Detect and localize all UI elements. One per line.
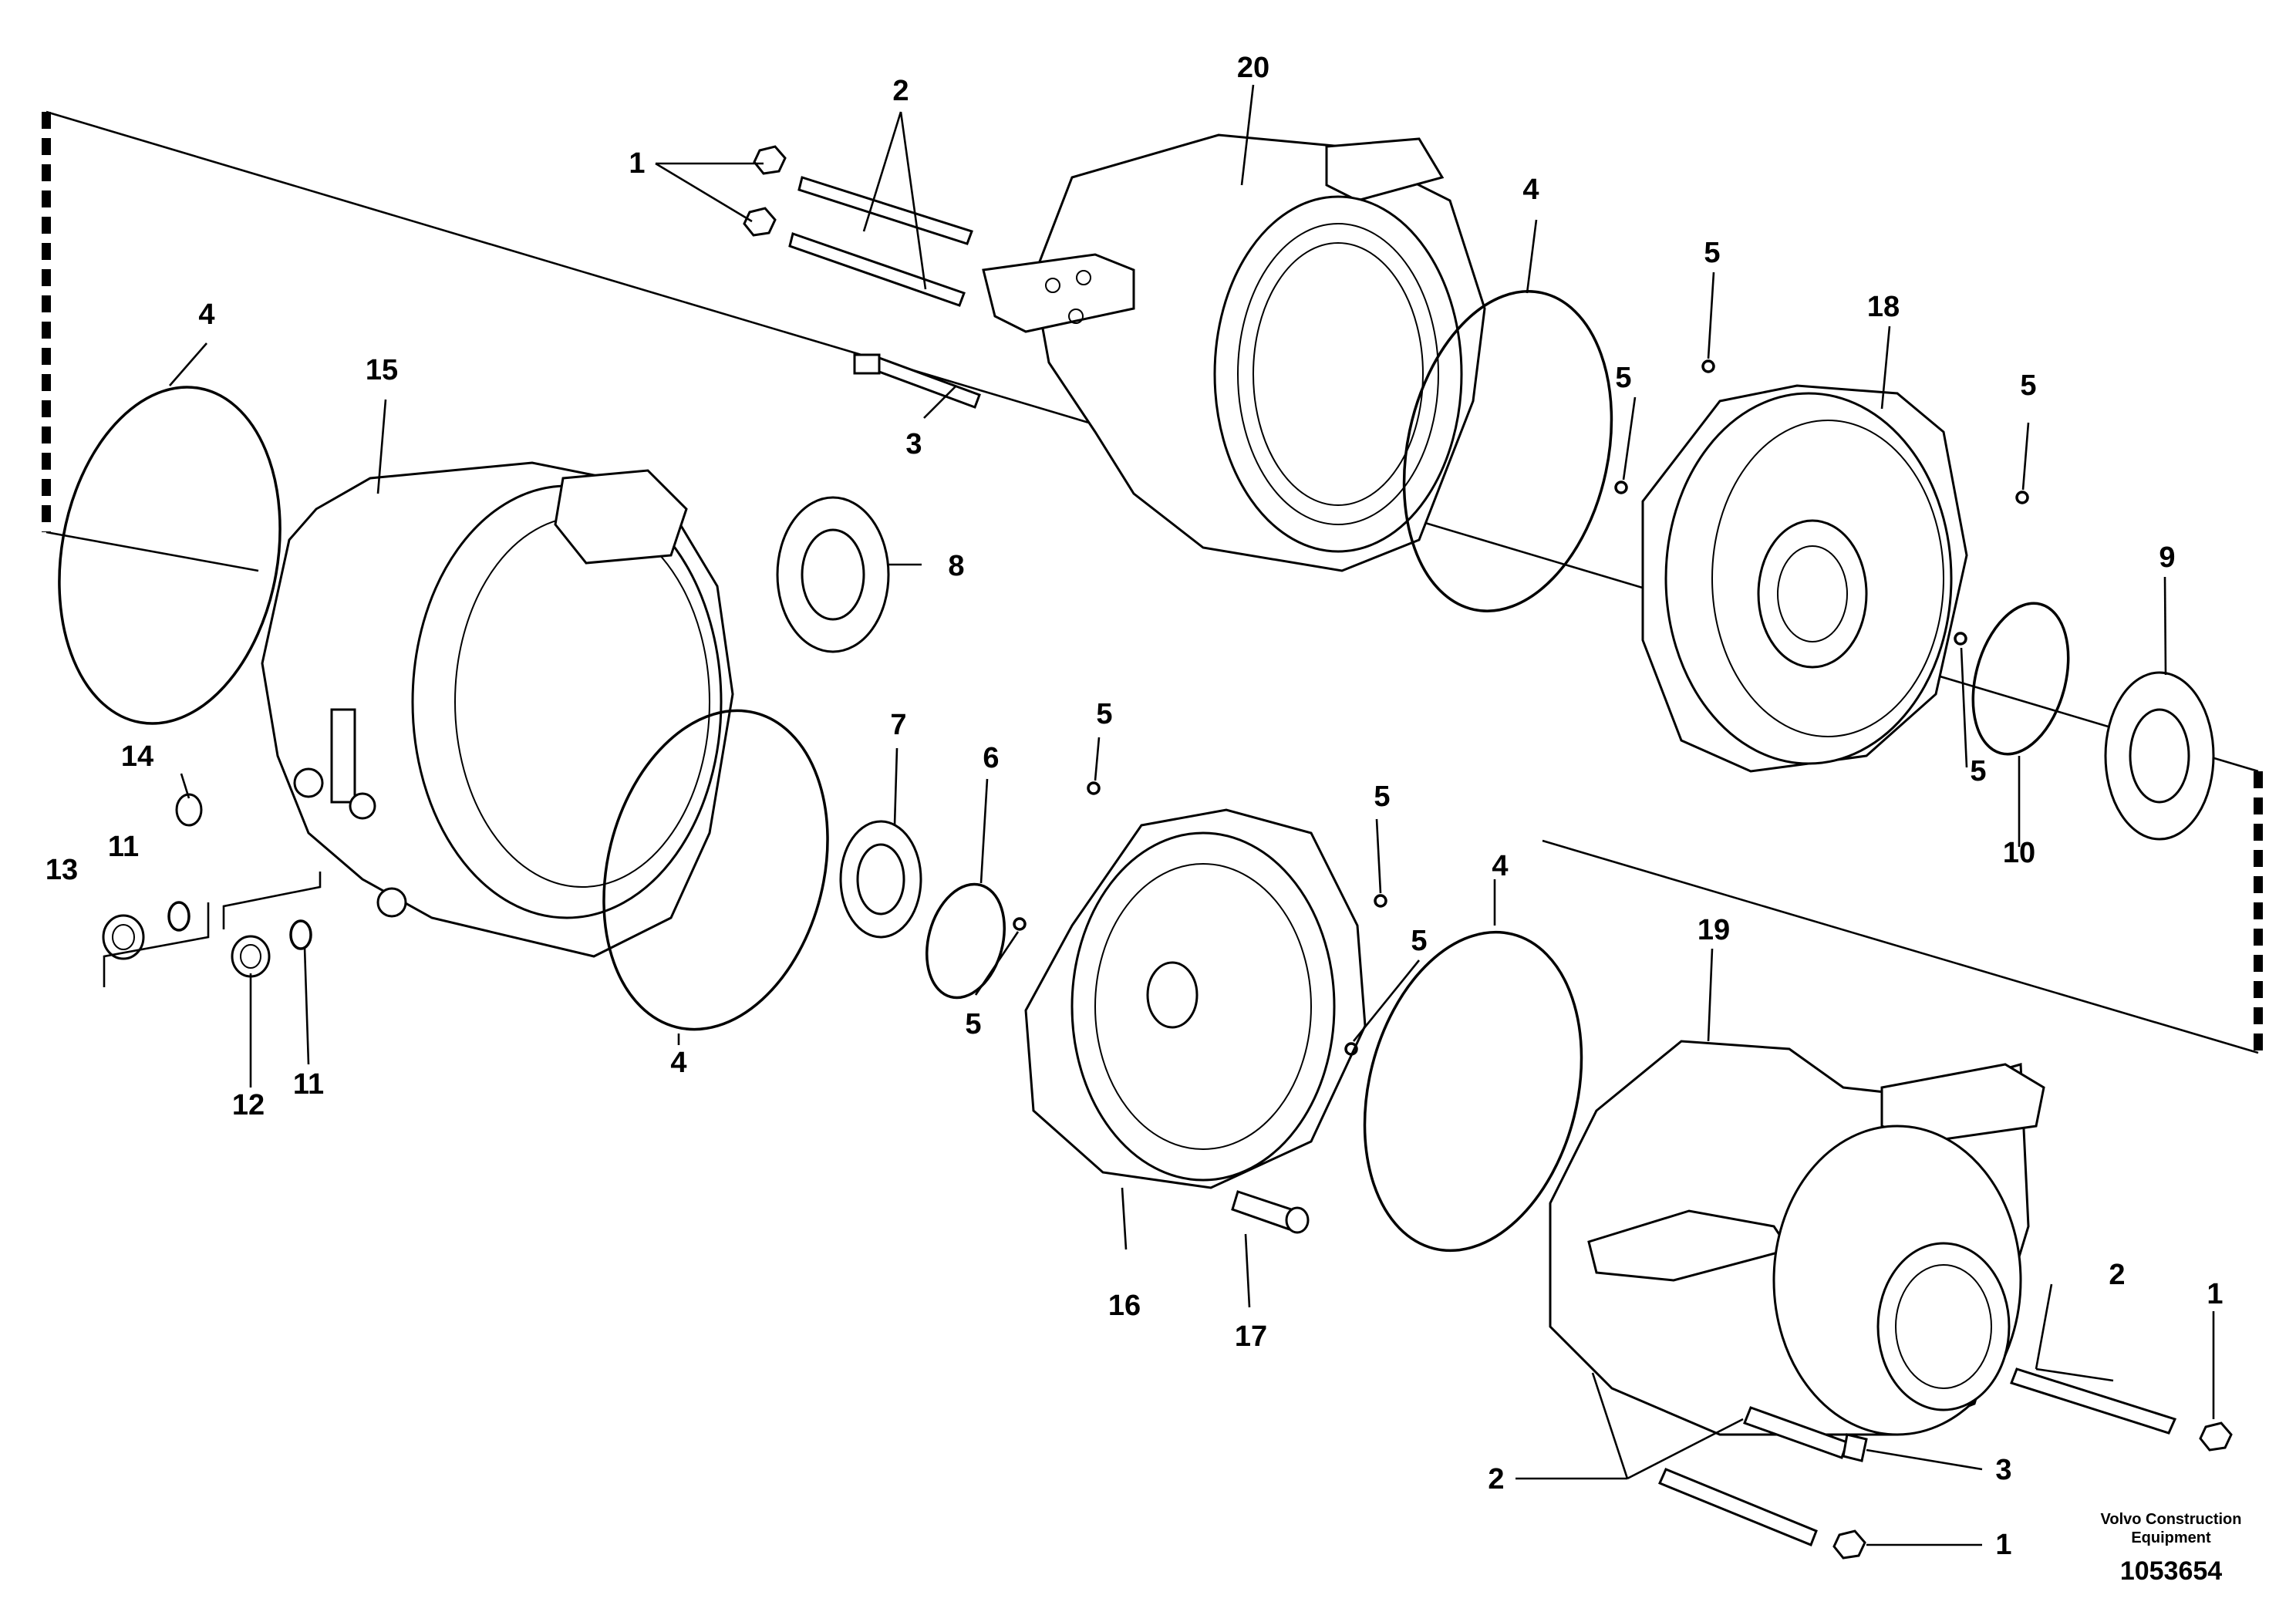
callout-1: 1 (2207, 1278, 2223, 1310)
o-rings (58, 290, 1613, 1253)
callout-5: 5 (965, 1008, 981, 1040)
fasteners (743, 145, 2233, 1560)
callout-17: 17 (1235, 1320, 1267, 1353)
brand-line-1: Volvo Construction (2100, 1511, 2242, 1528)
callout-3: 3 (905, 428, 922, 460)
callout-10: 10 (2003, 837, 2035, 869)
callout-8: 8 (948, 550, 964, 582)
seals-and-rings (776, 496, 2215, 1000)
housing-part-18 (1641, 384, 1968, 773)
brand-line-2: Equipment (2131, 1529, 2211, 1546)
callout-5: 5 (1615, 362, 1631, 394)
callout-5: 5 (1411, 925, 1427, 957)
callout-4: 4 (1492, 850, 1508, 882)
callout-1: 1 (629, 147, 645, 180)
drawing-number: 1053654 (2119, 1556, 2223, 1586)
callout-11: 11 (108, 831, 139, 863)
callout-5: 5 (1704, 237, 1720, 269)
callouts: 1 2 20 4 5 18 5 5 4 15 3 8 9 14 7 6 5 5 … (46, 52, 2224, 1561)
callout-16: 16 (1108, 1290, 1141, 1322)
callout-4: 4 (670, 1047, 686, 1079)
callout-5: 5 (2020, 369, 2036, 402)
callout-12: 12 (232, 1089, 265, 1121)
cover-part-16 (1024, 808, 1367, 1189)
callout-7: 7 (890, 709, 906, 741)
callout-3: 3 (1995, 1454, 2011, 1486)
callout-9: 9 (2159, 541, 2175, 574)
callout-5: 5 (1970, 755, 1986, 787)
callout-18: 18 (1867, 291, 1900, 323)
callout-20: 20 (1237, 52, 1269, 84)
small-o-rings (1013, 359, 2029, 1056)
callout-19: 19 (1698, 914, 1730, 946)
brand-label: Volvo Construction Equipment (2055, 1510, 2287, 1547)
housing-part-20 (982, 133, 1486, 572)
callout-6: 6 (983, 742, 999, 774)
callout-4: 4 (1522, 174, 1539, 206)
leader-lines (169, 84, 2215, 1546)
callout-2: 2 (892, 75, 909, 107)
plugs-and-washers (102, 793, 322, 987)
callout-11: 11 (293, 1068, 324, 1101)
callout-14: 14 (121, 740, 153, 773)
callout-15: 15 (366, 354, 398, 386)
callout-5: 5 (1096, 698, 1112, 730)
callout-2: 2 (1488, 1463, 1504, 1496)
callout-4: 4 (198, 298, 214, 331)
housing-part-15 (261, 461, 734, 958)
housing-part-19 (1549, 1040, 2045, 1436)
callout-13: 13 (46, 854, 78, 886)
callout-5: 5 (1374, 781, 1390, 813)
callout-2: 2 (2109, 1259, 2125, 1291)
callout-1: 1 (1995, 1529, 2011, 1561)
